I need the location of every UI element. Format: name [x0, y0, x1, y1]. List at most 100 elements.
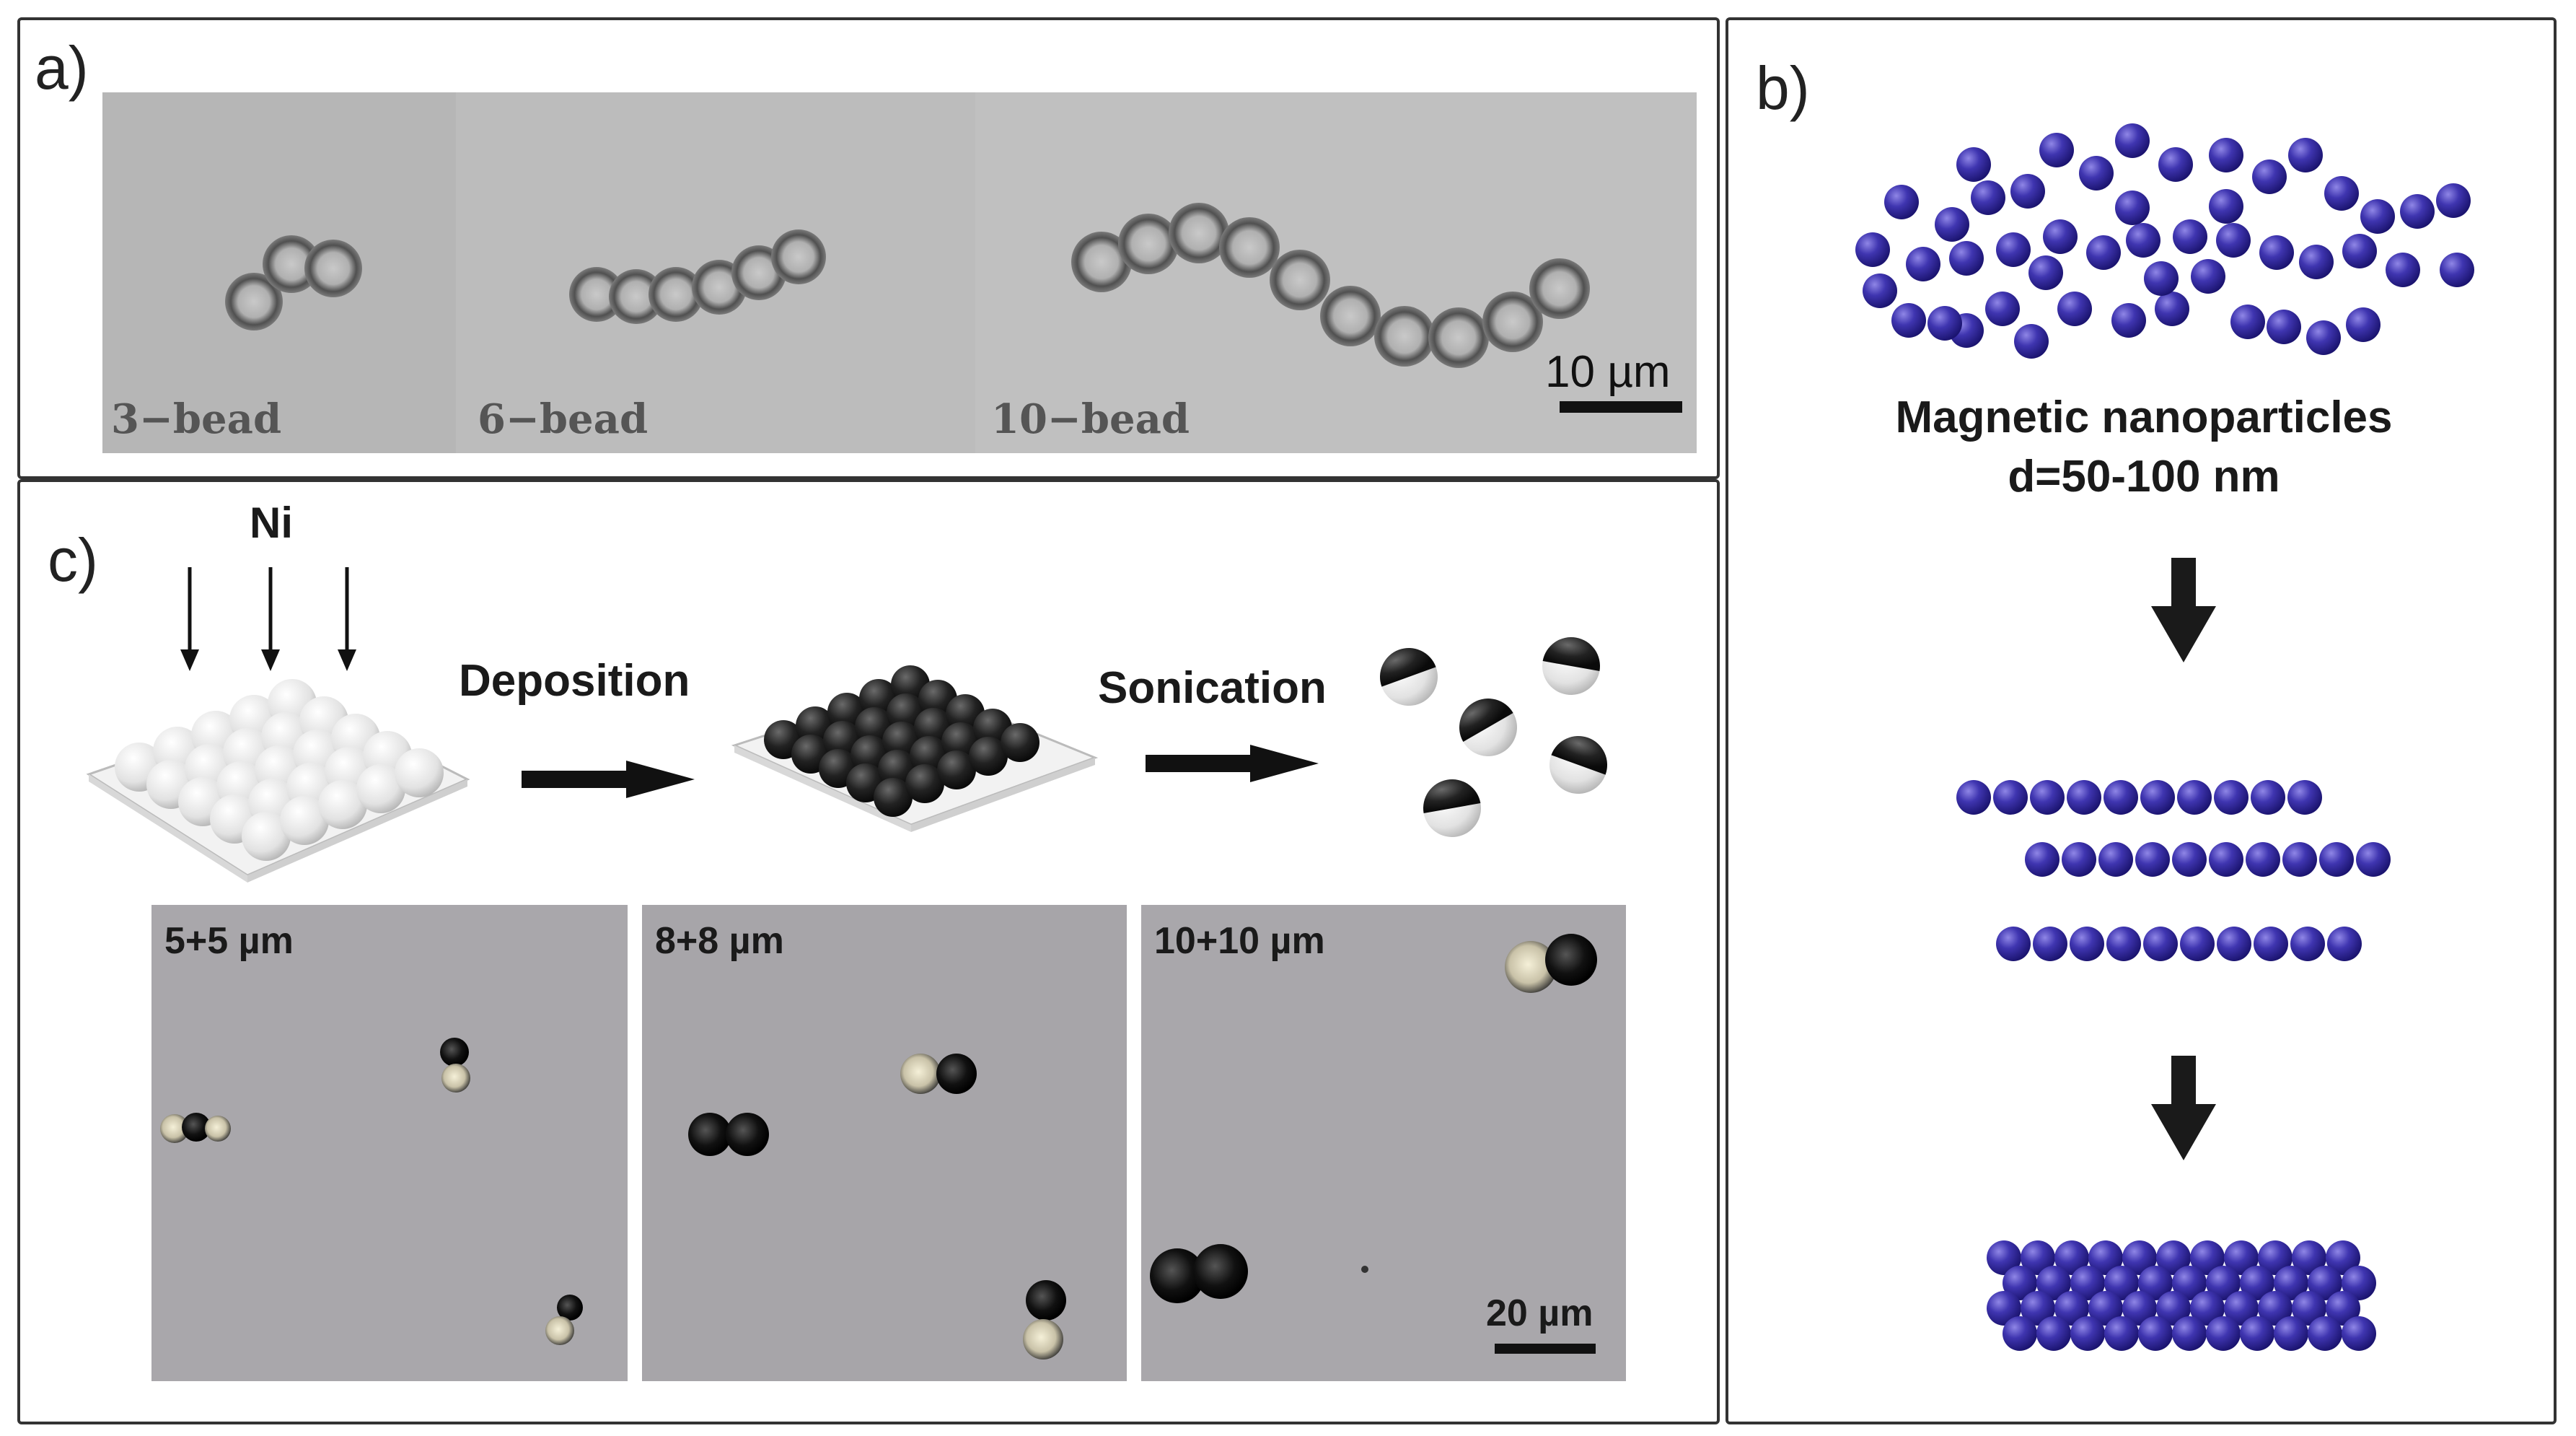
- nanoparticle: [2356, 842, 2391, 877]
- janus-fabrication-scheme: [86, 567, 1607, 883]
- nanoparticle: [2155, 292, 2189, 326]
- janus-dark-half: [1551, 736, 1607, 775]
- nanoparticle: [2111, 303, 2146, 338]
- nanoparticle: [2319, 842, 2354, 877]
- nanoparticle: [2054, 1240, 2089, 1275]
- nanoparticle: [2306, 320, 2341, 355]
- coated-bead: [905, 764, 944, 803]
- caption-line-2: d=50-100 nm: [2008, 452, 2280, 502]
- nanoparticle: [1949, 241, 1984, 276]
- nanoparticle: [2342, 234, 2377, 268]
- scale-bar-a: [1560, 401, 1682, 413]
- nanoparticle: [1855, 232, 1890, 267]
- nanoparticle: [2292, 1291, 2326, 1326]
- janus-particles: [1380, 637, 1607, 837]
- janus-dark-half: [1423, 779, 1481, 813]
- chain-6-bead: [569, 229, 826, 324]
- caption-line-1: Magnetic nanoparticles: [1895, 393, 2393, 442]
- nanoparticle: [2156, 1240, 2191, 1275]
- janus-particle: [1423, 779, 1481, 837]
- nanoparticle: [2156, 1291, 2191, 1326]
- nanoparticle: [1956, 780, 1991, 815]
- nanoparticle: [2173, 219, 2207, 254]
- nanoparticle: [2251, 780, 2285, 815]
- nanoparticle: [2217, 927, 2251, 961]
- nanoparticle: [2067, 780, 2101, 815]
- nanoparticle: [2254, 927, 2288, 961]
- nanoparticle: [2246, 842, 2280, 877]
- chain-3-bead: [225, 235, 362, 330]
- nanoparticle: [1884, 185, 1919, 219]
- nanoparticle: [2158, 147, 2193, 182]
- scale-bar-c-label: 20 µm: [1486, 1292, 1593, 1334]
- nanoparticle: [2098, 842, 2133, 877]
- nanoparticle: [2290, 927, 2325, 961]
- nanoparticle: [2028, 255, 2063, 290]
- nanoparticle: [2106, 927, 2141, 961]
- nanoparticle: [2209, 842, 2243, 877]
- nanoparticle: [2172, 1316, 2207, 1351]
- image-label-5um: 5+5 µm: [164, 920, 294, 962]
- nanoparticle: [2014, 324, 2049, 359]
- nanoparticle: [2003, 1316, 2037, 1351]
- nanoparticle: [2436, 183, 2471, 218]
- nanoparticle: [2030, 780, 2065, 815]
- janus-particle: [1542, 637, 1600, 695]
- nanoparticle: [2143, 927, 2178, 961]
- nanoparticle: [2070, 1266, 2105, 1300]
- panel-a: a): [17, 17, 1720, 479]
- nanoparticle: [1863, 273, 1897, 308]
- panel-c: c) Ni Deposition Sonication: [17, 479, 1720, 1424]
- nanoparticle: [2039, 133, 2074, 167]
- nanoparticle: [2070, 927, 2104, 961]
- nanoparticle: [2292, 1240, 2326, 1275]
- white-bead: [356, 764, 405, 813]
- janus-dark-half: [1542, 637, 1600, 671]
- janus-micrograph-10um: 10+10 µm 20 µm: [1141, 905, 1626, 1381]
- nanoparticle: [2274, 1266, 2308, 1300]
- nanoparticle-diagram: [1855, 123, 2474, 1351]
- down-arrow-2: [2151, 1056, 2216, 1160]
- nanoparticle: [2104, 1266, 2139, 1300]
- nanoparticle: [2115, 123, 2150, 158]
- sonication-arrow: [1146, 745, 1319, 782]
- coated-bead: [937, 750, 976, 789]
- nanoparticle: [2126, 223, 2160, 258]
- ni-source-label: Ni: [250, 499, 293, 547]
- image-label-8um: 8+8 µm: [655, 920, 784, 962]
- nanoparticle: [2206, 1316, 2241, 1351]
- nanoparticle: [2206, 1266, 2241, 1300]
- nanoparticle: [2062, 842, 2096, 877]
- nanoparticle: [2079, 156, 2114, 191]
- scale-bar-a-label: 10 µm: [1545, 347, 1671, 397]
- nanoparticle: [2282, 842, 2317, 877]
- nanoparticle: [2138, 1266, 2173, 1300]
- nanoparticle: [1996, 927, 2031, 961]
- bead-chain-drawing: [102, 92, 1697, 453]
- chain-label-3: 3−bead: [111, 395, 282, 443]
- nanoparticle: [1985, 292, 2020, 326]
- janus-dark-half: [1380, 648, 1436, 687]
- nanoparticle: [1956, 147, 1991, 182]
- nanoparticle: [2010, 174, 2045, 209]
- nanoparticle: [1993, 780, 2028, 815]
- coated-bead: [874, 778, 913, 817]
- panel-c-label: c): [48, 526, 98, 594]
- nanoparticle: [1927, 306, 1962, 341]
- nanoparticle: [2360, 199, 2395, 234]
- nanoparticle: [2386, 253, 2420, 287]
- janus-dark-half: [1459, 699, 1513, 742]
- nanoparticle: [2025, 842, 2060, 877]
- nanoparticle: [2036, 1316, 2071, 1351]
- nanoparticle: [2135, 842, 2170, 877]
- substrate-coated-monolayer: [731, 665, 1099, 832]
- nanoparticle: [2088, 1240, 2123, 1275]
- nanoparticle: [2209, 189, 2243, 224]
- panel-b-label: b): [1756, 54, 1810, 122]
- nanoparticle: [2033, 927, 2067, 961]
- nanoparticle: [2140, 780, 2175, 815]
- nanoparticle: [2144, 261, 2179, 296]
- nanoparticle: [2346, 307, 2381, 342]
- coated-bead: [1001, 723, 1039, 762]
- nanoparticle: [2326, 1291, 2360, 1326]
